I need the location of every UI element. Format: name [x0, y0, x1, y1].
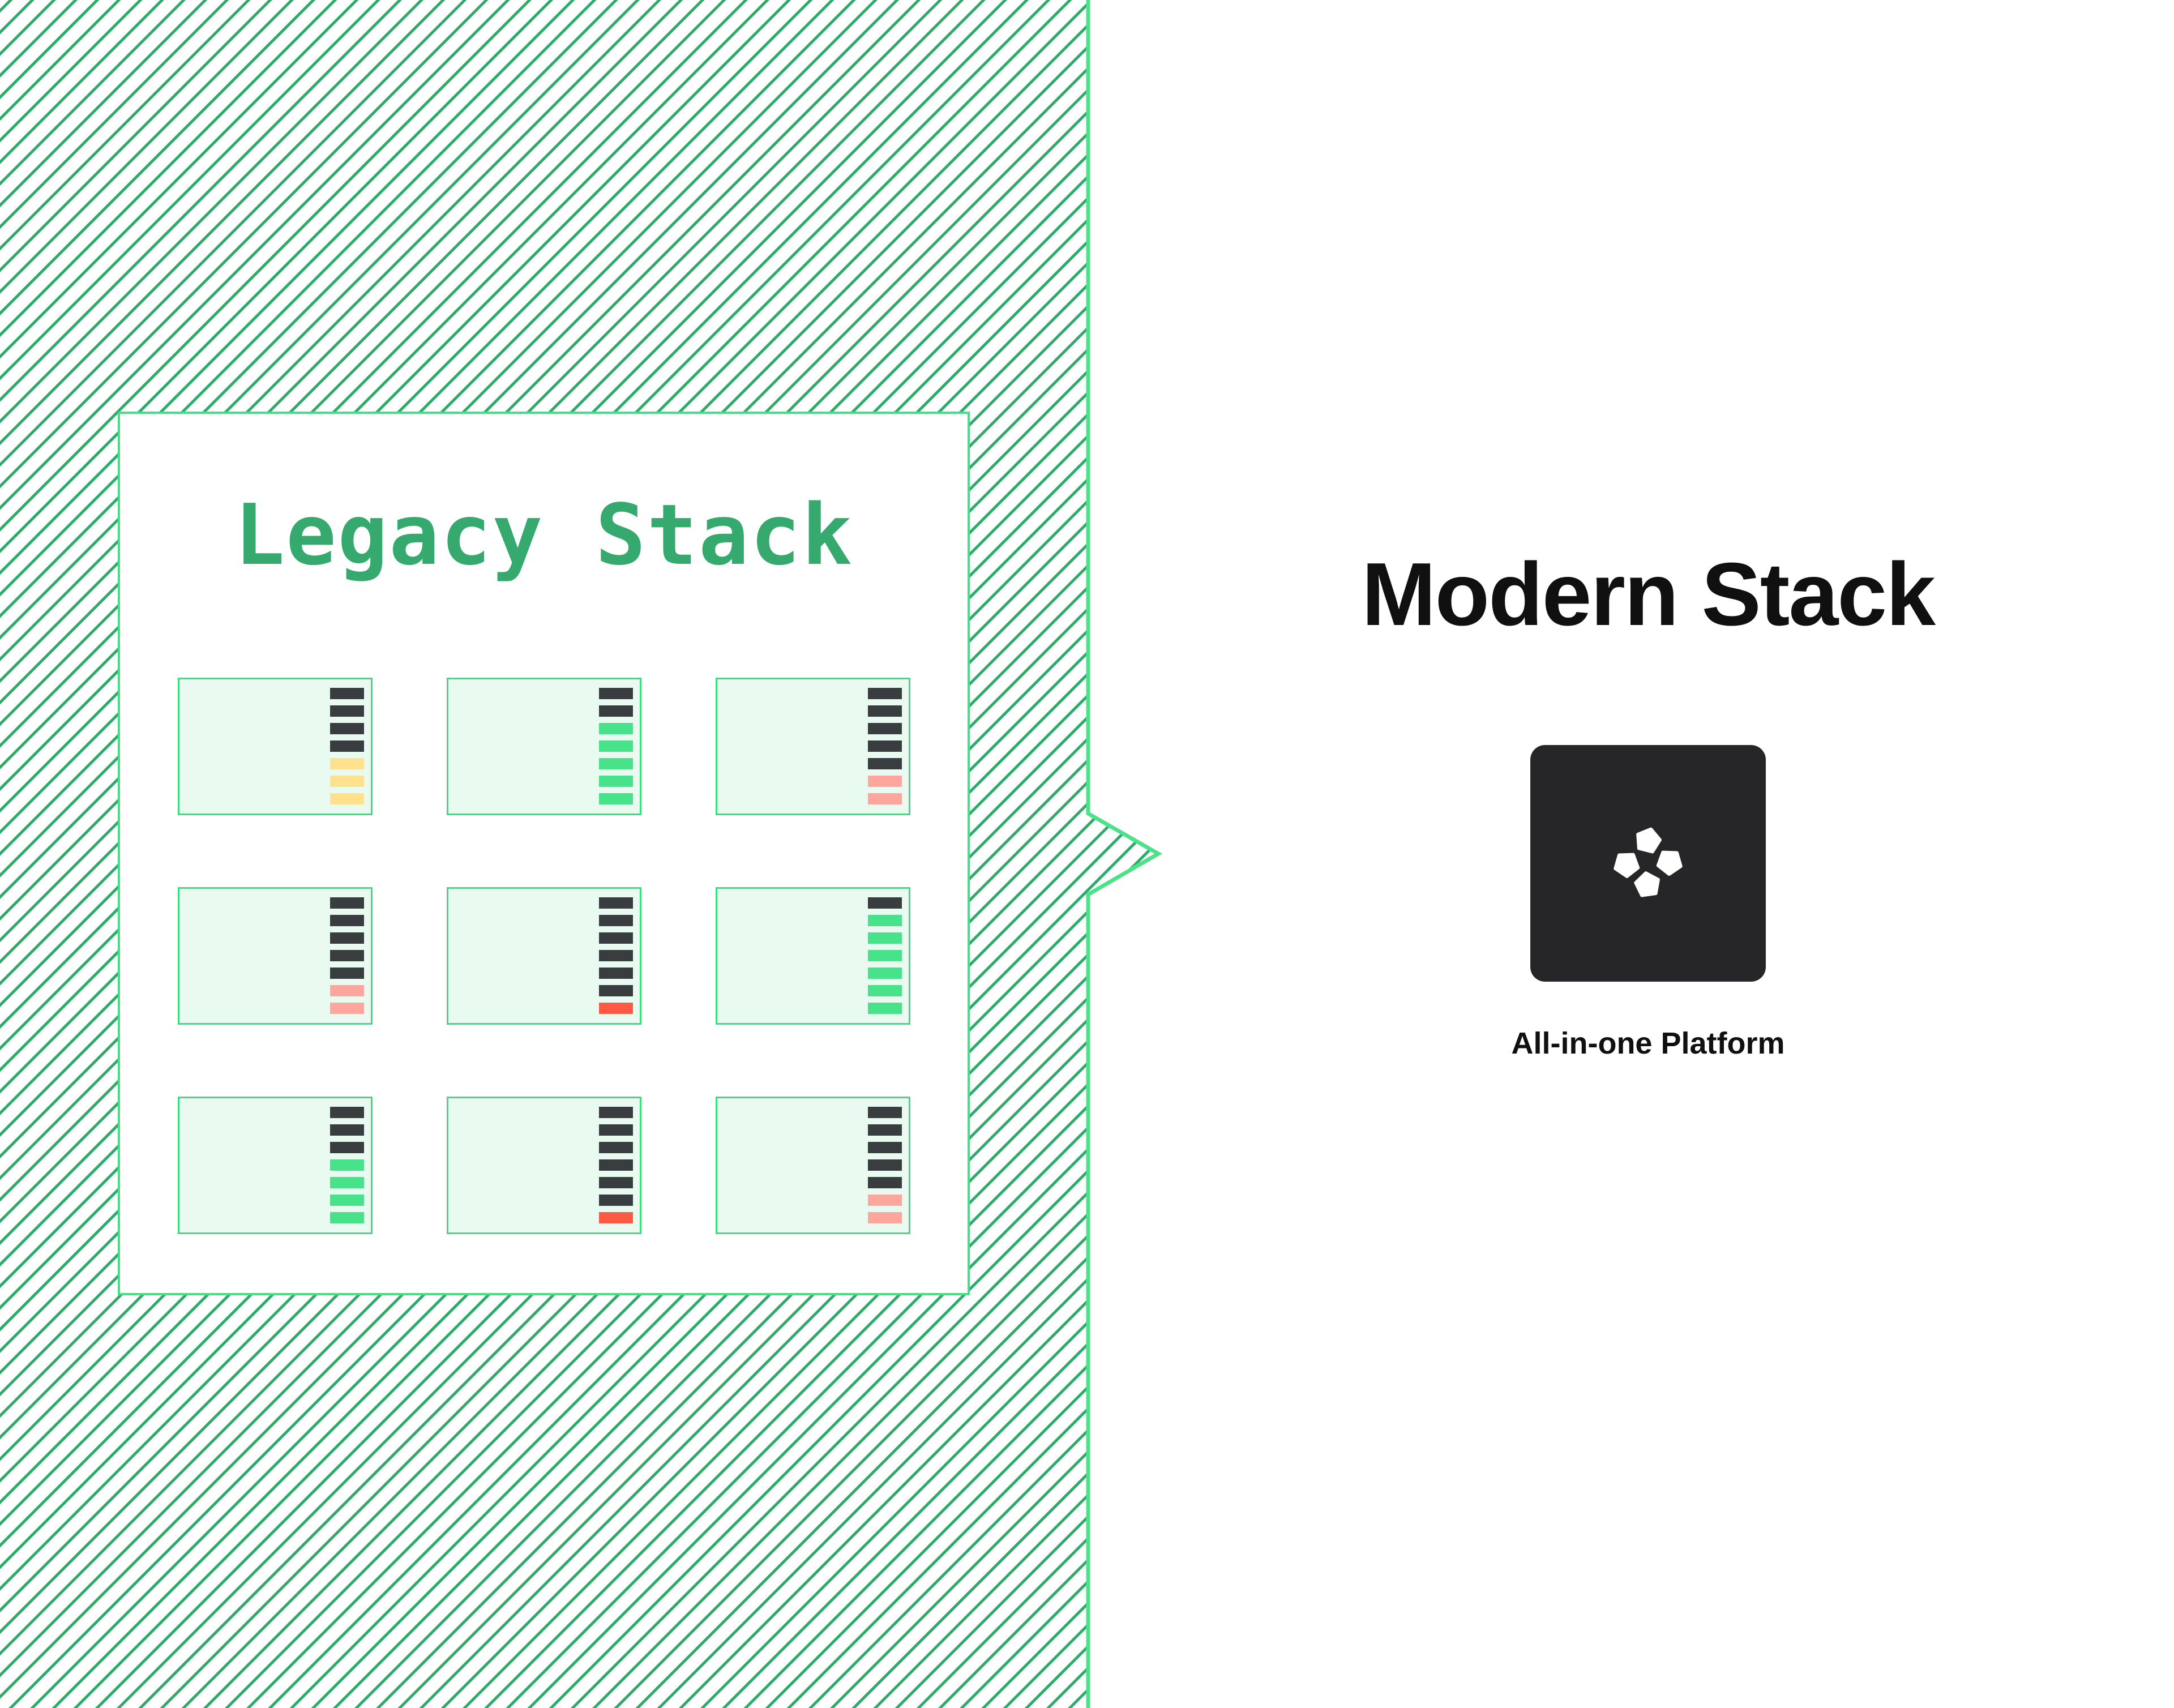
status-bar-dark [867, 1124, 902, 1136]
status-bar-dark [329, 915, 364, 926]
status-bar-dark [867, 1107, 902, 1118]
status-bar-red [598, 1212, 633, 1223]
status-bars [598, 688, 633, 804]
status-bar-salmon [867, 1212, 902, 1223]
status-bar-dark [598, 1177, 633, 1188]
modern-stack-section: Modern Stack All-in-one Platform [1308, 0, 1988, 1708]
status-bar-green [867, 968, 902, 979]
status-bar-dark [329, 1124, 364, 1136]
status-bar-yellow [329, 776, 364, 787]
status-bar-green [598, 776, 633, 787]
server-card [715, 678, 910, 815]
status-bar-dark [329, 740, 364, 752]
status-bar-dark [598, 950, 633, 961]
status-bar-dark [867, 723, 902, 734]
status-bar-dark [329, 1107, 364, 1118]
status-bar-dark [867, 758, 902, 769]
status-bar-yellow [329, 758, 364, 769]
status-bar-red [598, 1003, 633, 1014]
status-bar-dark [329, 1142, 364, 1153]
status-bars [598, 1107, 633, 1223]
server-card [446, 887, 641, 1025]
server-card [177, 887, 373, 1025]
server-card [446, 678, 641, 815]
status-bars [867, 1107, 902, 1223]
status-bar-dark [598, 705, 633, 717]
pentagon-left [1614, 853, 1640, 878]
status-bars [867, 897, 902, 1014]
status-bar-green [867, 932, 902, 944]
legacy-stack-card: Legacy Stack [118, 412, 970, 1295]
all-in-one-platform-icon [1530, 745, 1766, 982]
status-bar-dark [598, 1142, 633, 1153]
status-bars [329, 1107, 364, 1223]
pentagon-top [1636, 827, 1662, 854]
status-bar-salmon [867, 1195, 902, 1206]
status-bar-dark [598, 1195, 633, 1206]
status-bars [867, 688, 902, 804]
status-bar-dark [867, 688, 902, 699]
status-bar-dark [329, 688, 364, 699]
status-bar-green [867, 1003, 902, 1014]
status-bar-yellow [329, 793, 364, 804]
status-bars [598, 897, 633, 1014]
status-bar-dark [598, 1159, 633, 1171]
status-bar-dark [598, 932, 633, 944]
status-bar-dark [867, 1159, 902, 1171]
status-bar-green [329, 1195, 364, 1206]
status-bar-dark [867, 1142, 902, 1153]
status-bars [329, 688, 364, 804]
status-bar-salmon [329, 1003, 364, 1014]
status-bar-green [598, 793, 633, 804]
status-bar-dark [329, 968, 364, 979]
status-bar-dark [329, 705, 364, 717]
status-bar-green [867, 915, 902, 926]
status-bar-dark [329, 932, 364, 944]
status-bar-dark [867, 705, 902, 717]
status-bar-green [867, 985, 902, 996]
status-bar-green [598, 723, 633, 734]
status-bar-salmon [329, 985, 364, 996]
server-card [446, 1097, 641, 1234]
status-bar-green [598, 758, 633, 769]
status-bar-dark [329, 950, 364, 961]
status-bar-green [867, 950, 902, 961]
status-bars [329, 897, 364, 1014]
pentagon-right [1656, 850, 1683, 876]
status-bar-dark [598, 1124, 633, 1136]
status-bar-dark [598, 968, 633, 979]
status-bar-green [598, 740, 633, 752]
pentagon-bottom [1634, 871, 1660, 897]
status-bar-dark [867, 897, 902, 909]
four-pentagons-icon [1614, 827, 1683, 897]
status-bar-dark [598, 1107, 633, 1118]
status-bar-salmon [867, 793, 902, 804]
server-card [177, 1097, 373, 1234]
legacy-stack-title: Legacy Stack [234, 486, 854, 584]
status-bar-dark [598, 897, 633, 909]
status-bar-dark [867, 740, 902, 752]
server-card [177, 678, 373, 815]
status-bar-green [329, 1159, 364, 1171]
legacy-grid [177, 678, 910, 1234]
status-bar-dark [329, 723, 364, 734]
server-card [715, 887, 910, 1025]
status-bar-green [329, 1177, 364, 1188]
status-bar-dark [598, 985, 633, 996]
modern-stack-title: Modern Stack [1361, 544, 1936, 644]
status-bar-dark [598, 915, 633, 926]
server-card [715, 1097, 910, 1234]
status-bar-green [329, 1212, 364, 1223]
status-bar-dark [598, 688, 633, 699]
platform-icon-label: All-in-one Platform [1511, 1026, 1785, 1060]
status-bar-salmon [867, 776, 902, 787]
status-bar-dark [329, 897, 364, 909]
status-bar-dark [867, 1177, 902, 1188]
